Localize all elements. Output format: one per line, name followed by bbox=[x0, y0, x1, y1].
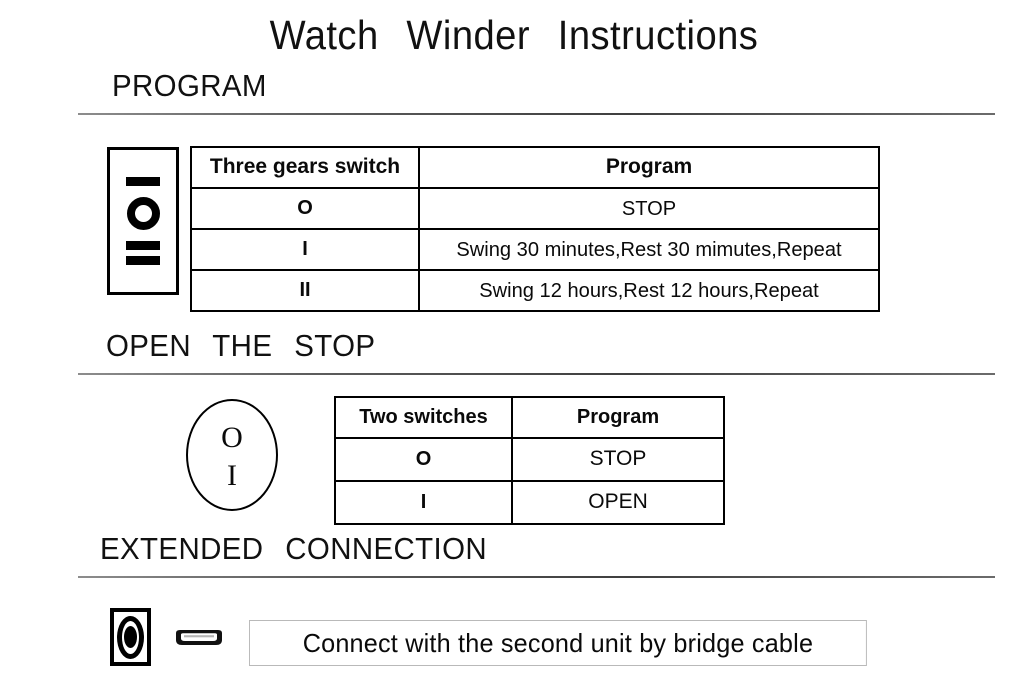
switch-oval-outline bbox=[186, 399, 278, 511]
switch-position-cell: O bbox=[190, 187, 420, 230]
section-heading-open-the-stop: OPEN THE STOP bbox=[106, 328, 376, 363]
section-heading-extended-connection: EXTENDED CONNECTION bbox=[100, 531, 488, 566]
section-divider-open-the-stop bbox=[78, 373, 995, 375]
switch-position-cell: I bbox=[334, 480, 513, 525]
three-gears-program-table: Three gears switch Program O STOP I Swin… bbox=[190, 146, 880, 312]
program-description-cell: Swing 12 hours,Rest 12 hours,Repeat bbox=[422, 269, 876, 312]
two-switches-program-table: Two switches Program O STOP I OPEN bbox=[334, 396, 725, 525]
table-row: O STOP bbox=[190, 187, 879, 230]
table-row: I OPEN bbox=[334, 480, 725, 525]
switch-position-cell: O bbox=[334, 437, 513, 482]
section-divider-extended-connection bbox=[78, 576, 995, 578]
program-description-cell: STOP bbox=[511, 437, 725, 482]
switch-position-cell: II bbox=[190, 269, 420, 312]
jack-center-pin bbox=[124, 626, 137, 648]
switch-position-one-dash-icon bbox=[126, 177, 160, 186]
table-row: I Swing 30 minutes,Rest 30 mimutes,Repea… bbox=[190, 228, 879, 271]
table-header-row: Two switches Program bbox=[334, 396, 725, 439]
program-description-cell: OPEN bbox=[511, 480, 725, 525]
column-header-two-switches: Two switches bbox=[334, 396, 513, 439]
column-header-program: Program bbox=[511, 396, 725, 439]
switch-position-two-double-dash-icon bbox=[126, 241, 160, 265]
bridge-cable-caption: Connect with the second unit by bridge c… bbox=[249, 620, 867, 666]
oval-two-position-switch-icon: O I bbox=[186, 399, 278, 511]
switch-position-off-circle-icon bbox=[126, 197, 160, 230]
column-header-program: Program bbox=[418, 146, 880, 189]
double-dash-lower bbox=[126, 256, 160, 265]
double-dash-upper bbox=[126, 241, 160, 250]
page-title: Watch Winder Instructions bbox=[269, 12, 759, 58]
table-row: O STOP bbox=[334, 437, 725, 482]
table-row: II Swing 12 hours,Rest 12 hours,Repeat bbox=[190, 269, 879, 312]
section-heading-program: PROGRAM bbox=[112, 68, 267, 103]
program-description-cell: STOP bbox=[422, 187, 876, 230]
dc-power-jack-icon bbox=[110, 608, 151, 666]
table-header-row: Three gears switch Program bbox=[190, 146, 880, 189]
program-description-cell: Swing 30 minutes,Rest 30 mimutes,Repeat bbox=[422, 228, 876, 271]
switch-label-on: I bbox=[227, 459, 237, 492]
switch-position-cell: I bbox=[190, 228, 420, 271]
section-divider-program bbox=[78, 113, 995, 115]
switch-label-off: O bbox=[221, 421, 243, 454]
three-position-rocker-switch-icon bbox=[107, 147, 179, 295]
jack-outer-ring bbox=[117, 615, 144, 659]
micro-usb-plug-icon bbox=[173, 627, 225, 648]
column-header-three-gears-switch: Three gears switch bbox=[190, 146, 420, 189]
